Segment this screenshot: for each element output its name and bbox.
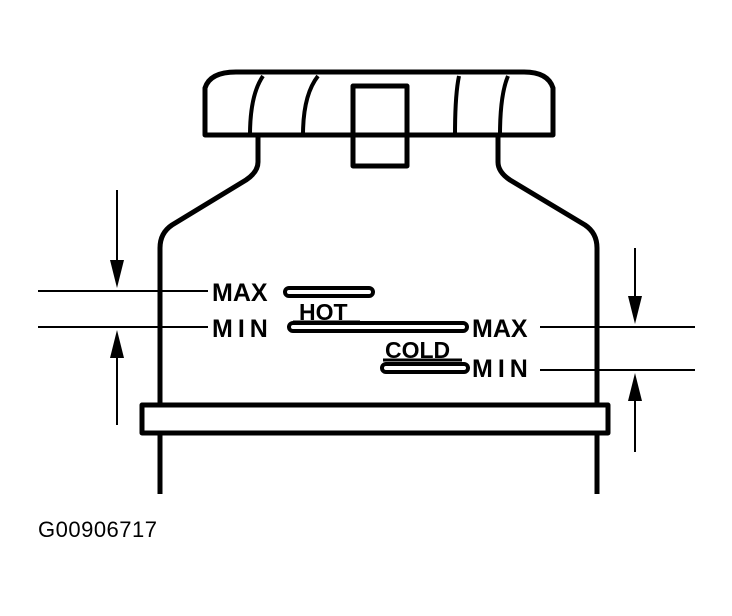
- cold-max-label: MAX: [472, 315, 528, 343]
- right-up-arrow: [628, 373, 642, 401]
- cold-min-mark: [380, 362, 470, 374]
- hot-label: HOT: [299, 299, 348, 325]
- hot-max-mark: [283, 286, 375, 298]
- hot-max-label: MAX: [212, 279, 268, 307]
- reservoir-body: [139, 135, 611, 494]
- left-dimension: [38, 190, 208, 425]
- left-up-arrow: [110, 330, 124, 358]
- cold-min-label: MIN: [472, 355, 533, 383]
- left-down-arrow: [110, 260, 124, 288]
- figure-id-caption: G00906717: [38, 517, 158, 542]
- hot-level-marks: [283, 286, 469, 333]
- hot-min-label: MIN: [212, 315, 273, 343]
- hot-min-mark: [287, 321, 469, 333]
- cap-center-tab: [350, 83, 410, 169]
- cap-grip-ridges: [248, 74, 510, 136]
- cold-label: COLD: [385, 337, 450, 363]
- reservoir-mounting-band: [139, 402, 611, 436]
- reservoir-cap: [202, 69, 556, 169]
- right-dimension: [540, 248, 695, 452]
- right-down-arrow: [628, 296, 642, 324]
- cold-level-marks: [380, 358, 470, 374]
